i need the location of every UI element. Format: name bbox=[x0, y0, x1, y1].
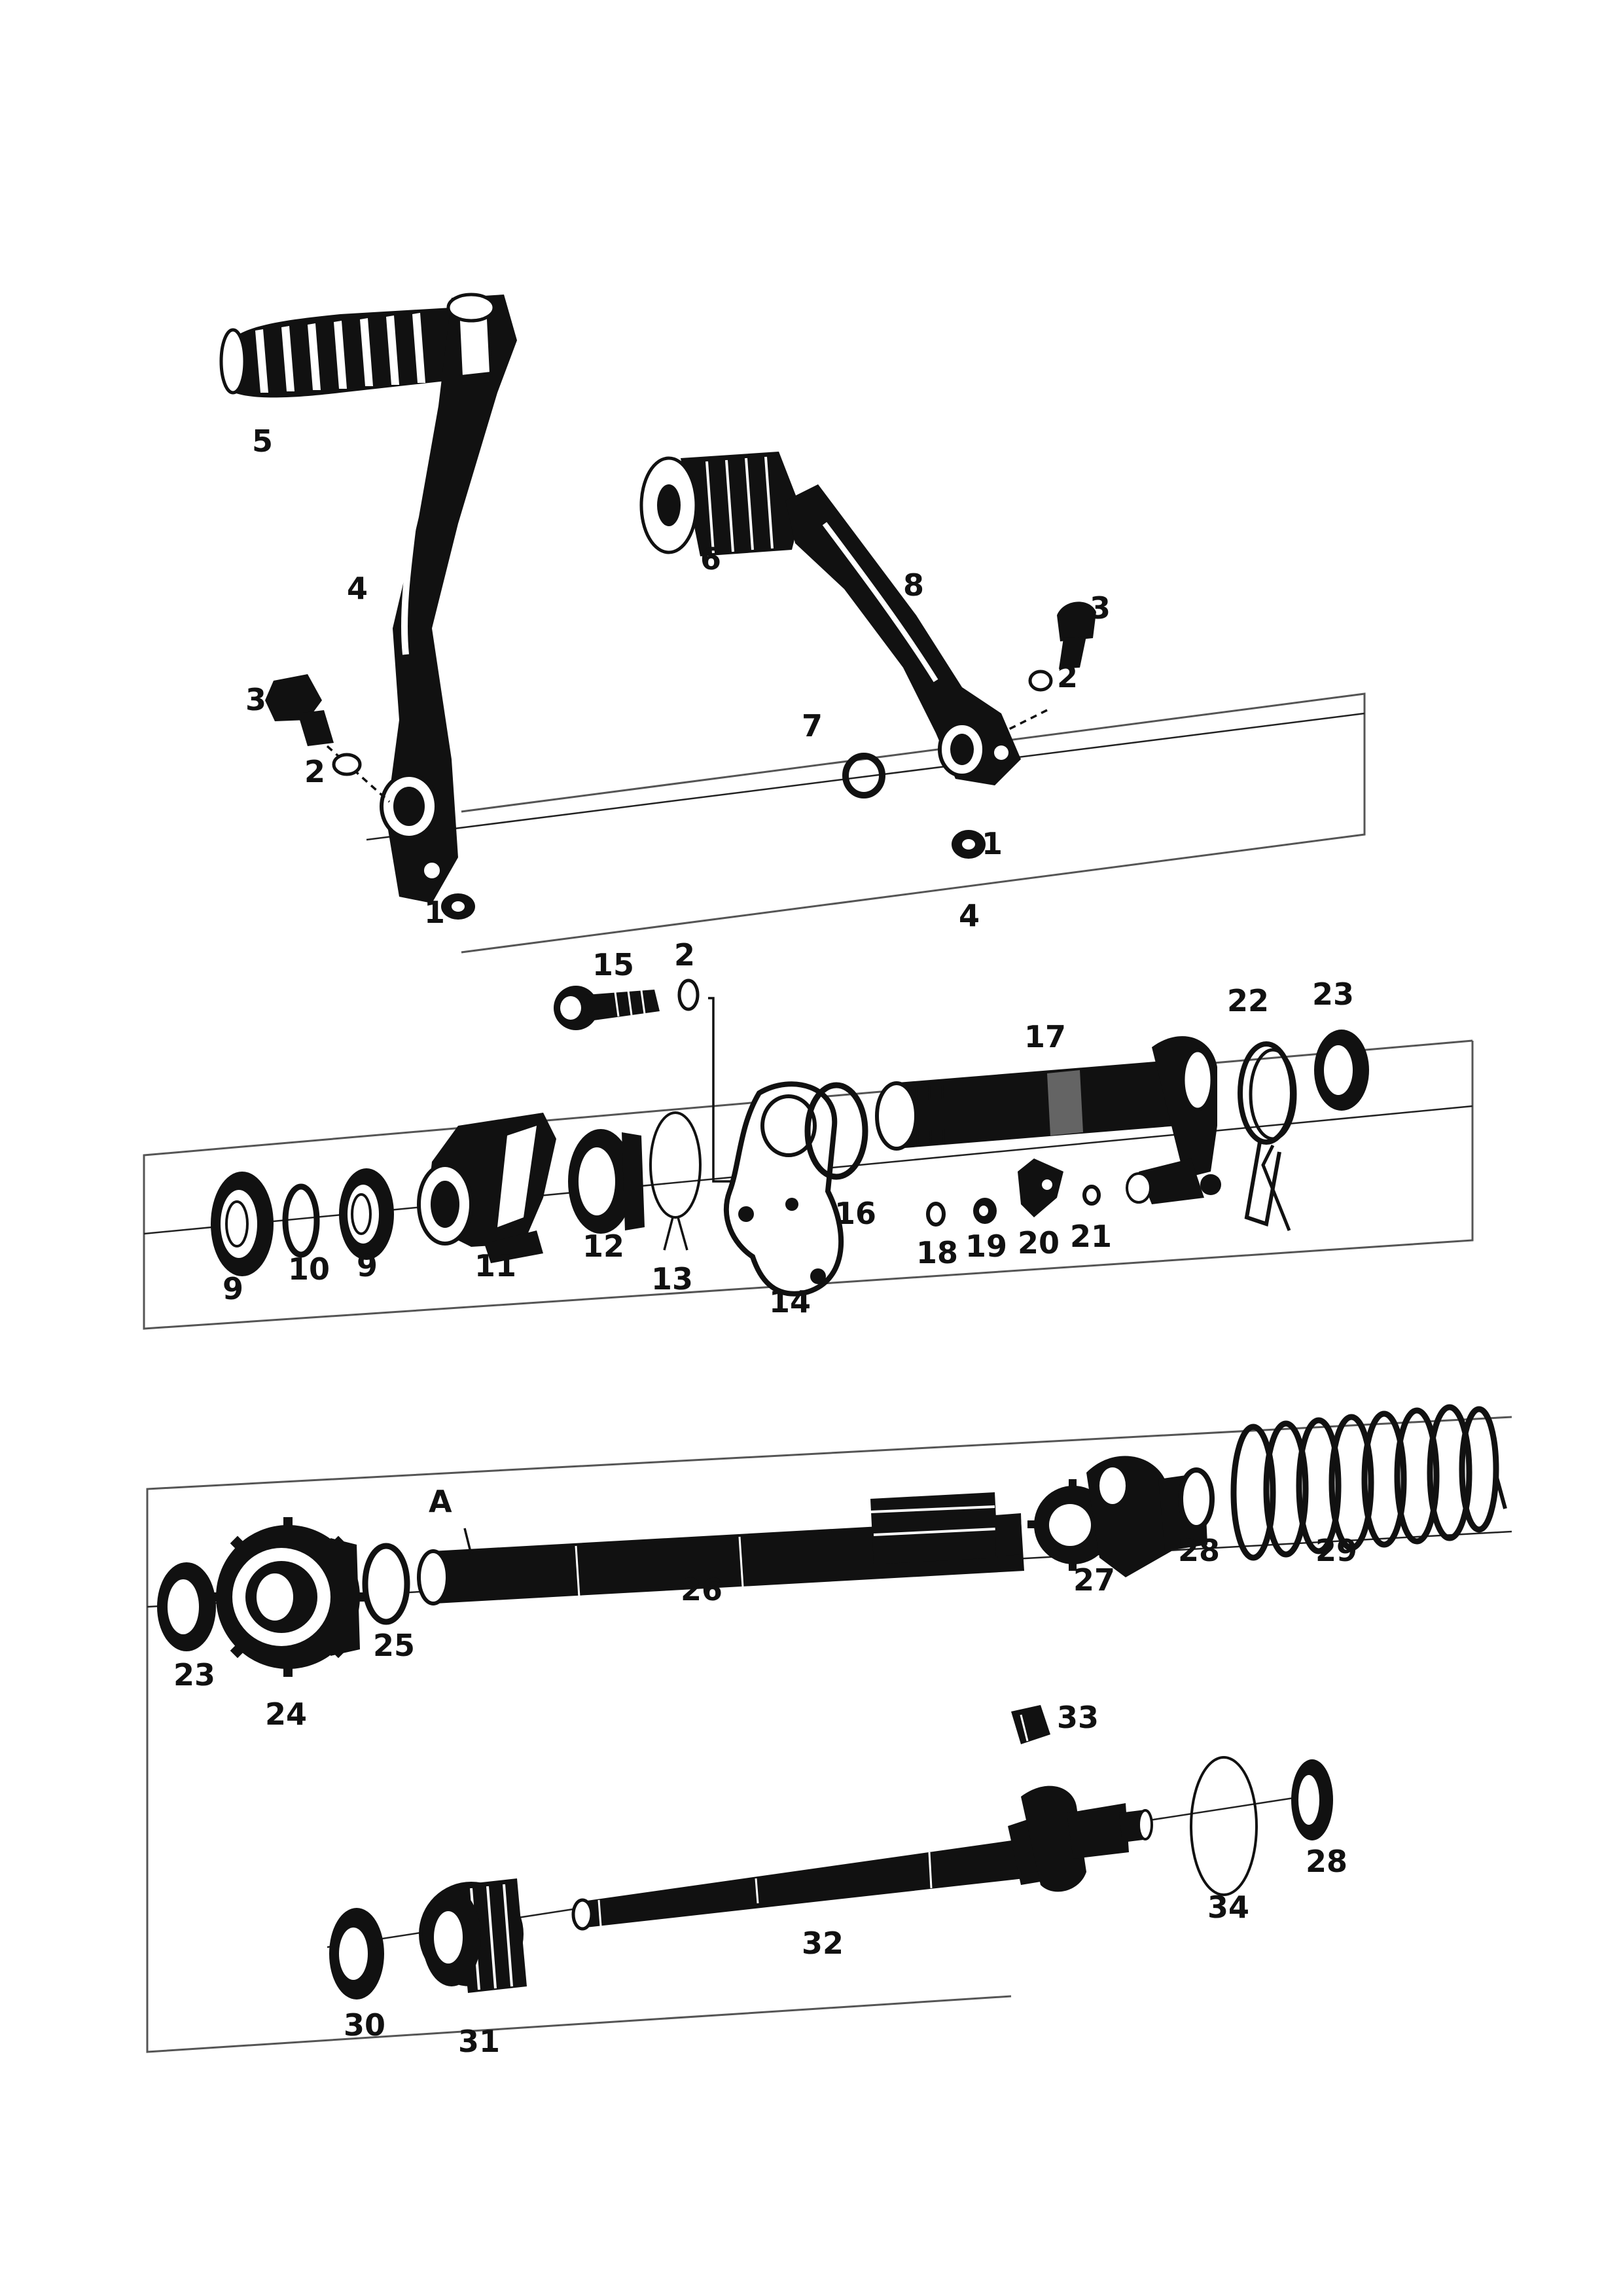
part-28-washer-lower bbox=[1291, 1759, 1333, 1840]
callout-23: 23 bbox=[1312, 977, 1354, 1012]
callout-2: 2 bbox=[674, 937, 695, 973]
part-16-washer bbox=[804, 1082, 868, 1180]
part-34-disc bbox=[1190, 1756, 1258, 1896]
part-3-bolt-right bbox=[1007, 601, 1096, 731]
group-kickstart-levers: 5 4 3 2 1 6 8 3 2 7 1 4 bbox=[219, 293, 1366, 954]
callout-24: 24 bbox=[265, 1696, 307, 1732]
callout-34: 34 bbox=[1207, 1890, 1249, 1925]
callout-9: 9 bbox=[357, 1248, 378, 1283]
group-kickstart-shaft: 9 10 9 11 12 13 14 15 2 16 17 18 19 20 2… bbox=[143, 937, 1474, 1330]
callout-16: 16 bbox=[834, 1196, 876, 1231]
part-21-washer bbox=[1082, 1185, 1101, 1206]
part-4-kickstart-lever-left bbox=[380, 293, 517, 903]
part-6-pedal-rubber bbox=[639, 452, 802, 556]
axis-levers bbox=[366, 712, 1365, 841]
callout-18: 18 bbox=[916, 1235, 958, 1270]
callout-6: 6 bbox=[700, 541, 721, 577]
part-29-coil-spring bbox=[1230, 1404, 1507, 1561]
callout-19: 19 bbox=[965, 1229, 1007, 1264]
callout-28: 28 bbox=[1178, 1533, 1220, 1568]
callout-20: 20 bbox=[1018, 1225, 1060, 1261]
part-30-washer bbox=[329, 1908, 384, 2000]
callout-2: 2 bbox=[304, 754, 325, 789]
part-23-spacer-upper bbox=[1314, 1030, 1369, 1111]
part-1-nut-right bbox=[952, 830, 986, 859]
part-9-spacer-right bbox=[339, 1168, 394, 1260]
callout-9: 9 bbox=[223, 1271, 243, 1306]
part-19-nut bbox=[973, 1198, 997, 1224]
callout-29: 29 bbox=[1315, 1533, 1357, 1568]
frame-gears bbox=[146, 1416, 1512, 2053]
callout-17: 17 bbox=[1024, 1019, 1066, 1054]
callout-31: 31 bbox=[458, 2024, 500, 2059]
callout-28: 28 bbox=[1306, 1844, 1347, 1879]
part-9-spacer-left bbox=[211, 1172, 274, 1276]
callout-25: 25 bbox=[373, 1628, 415, 1663]
callout-22: 22 bbox=[1227, 983, 1269, 1018]
part-17-kickstart-spindle bbox=[875, 1036, 1221, 1204]
frame-shaft bbox=[143, 1039, 1474, 1330]
callout-5: 5 bbox=[252, 423, 273, 459]
part-8-pedal-lever bbox=[785, 484, 1021, 785]
frame-levers bbox=[461, 692, 1366, 954]
callout-14: 14 bbox=[769, 1284, 811, 1319]
callout-1: 1 bbox=[424, 895, 445, 930]
part-7-circlip bbox=[842, 753, 885, 798]
part-13-ring bbox=[649, 1111, 702, 1219]
callout-27: 27 bbox=[1073, 1562, 1115, 1598]
callout-7: 7 bbox=[802, 708, 823, 744]
part-2-lock-washer bbox=[677, 978, 732, 1183]
part-3-bolt-left bbox=[265, 674, 391, 803]
part-1-nut-left bbox=[441, 893, 475, 920]
callout-33: 33 bbox=[1057, 1700, 1099, 1735]
part-14-plate bbox=[723, 1081, 844, 1297]
callout-23: 23 bbox=[173, 1657, 215, 1693]
group-gears-shafts: A 23 24 25 26 27 28 29 30 31 32 33 34 28 bbox=[146, 1404, 1512, 2059]
callout-26: 26 bbox=[681, 1572, 722, 1607]
part-33-key bbox=[1011, 1705, 1050, 1744]
part-20-pawl bbox=[1018, 1158, 1063, 1217]
part-13-ring-tail bbox=[663, 1217, 688, 1251]
callout-3: 3 bbox=[1090, 590, 1111, 626]
part-10-circlip bbox=[282, 1183, 320, 1258]
callout-3: 3 bbox=[245, 682, 266, 717]
part-18-spring-washer bbox=[926, 1202, 946, 1227]
part-32-layshaft bbox=[571, 1785, 1153, 1931]
callout-8: 8 bbox=[903, 567, 924, 603]
part-11-ratchet-guide bbox=[417, 1113, 556, 1263]
part-2-washer-right bbox=[1028, 670, 1053, 692]
part-15-bolt bbox=[554, 986, 660, 1030]
callout-21: 21 bbox=[1070, 1219, 1112, 1254]
part-28-washer-upper bbox=[1178, 1467, 1215, 1530]
callout-1: 1 bbox=[982, 826, 1003, 861]
part-24-gear bbox=[208, 1517, 368, 1677]
callout-13: 13 bbox=[651, 1261, 693, 1297]
callout-32: 32 bbox=[802, 1926, 844, 1961]
part-26-shaft bbox=[417, 1492, 1024, 1605]
callout-12: 12 bbox=[582, 1229, 624, 1264]
callout-4: 4 bbox=[959, 898, 980, 933]
callout-15: 15 bbox=[592, 947, 634, 982]
part-5-kickstart-rubber bbox=[219, 308, 458, 398]
part-23-spacer-lower bbox=[157, 1562, 216, 1651]
part-25-washer bbox=[362, 1543, 410, 1625]
part-22-return-spring bbox=[1238, 1041, 1297, 1231]
part-31-gear bbox=[419, 1878, 527, 1993]
callout-10: 10 bbox=[288, 1251, 330, 1287]
callout-30: 30 bbox=[344, 2007, 385, 2043]
callout-4: 4 bbox=[347, 571, 368, 606]
callout-11: 11 bbox=[474, 1248, 516, 1283]
callout-2: 2 bbox=[1057, 659, 1078, 694]
part-2-washer-left bbox=[332, 753, 362, 776]
part-12-bush bbox=[568, 1129, 645, 1234]
callout-A: A bbox=[429, 1484, 452, 1519]
